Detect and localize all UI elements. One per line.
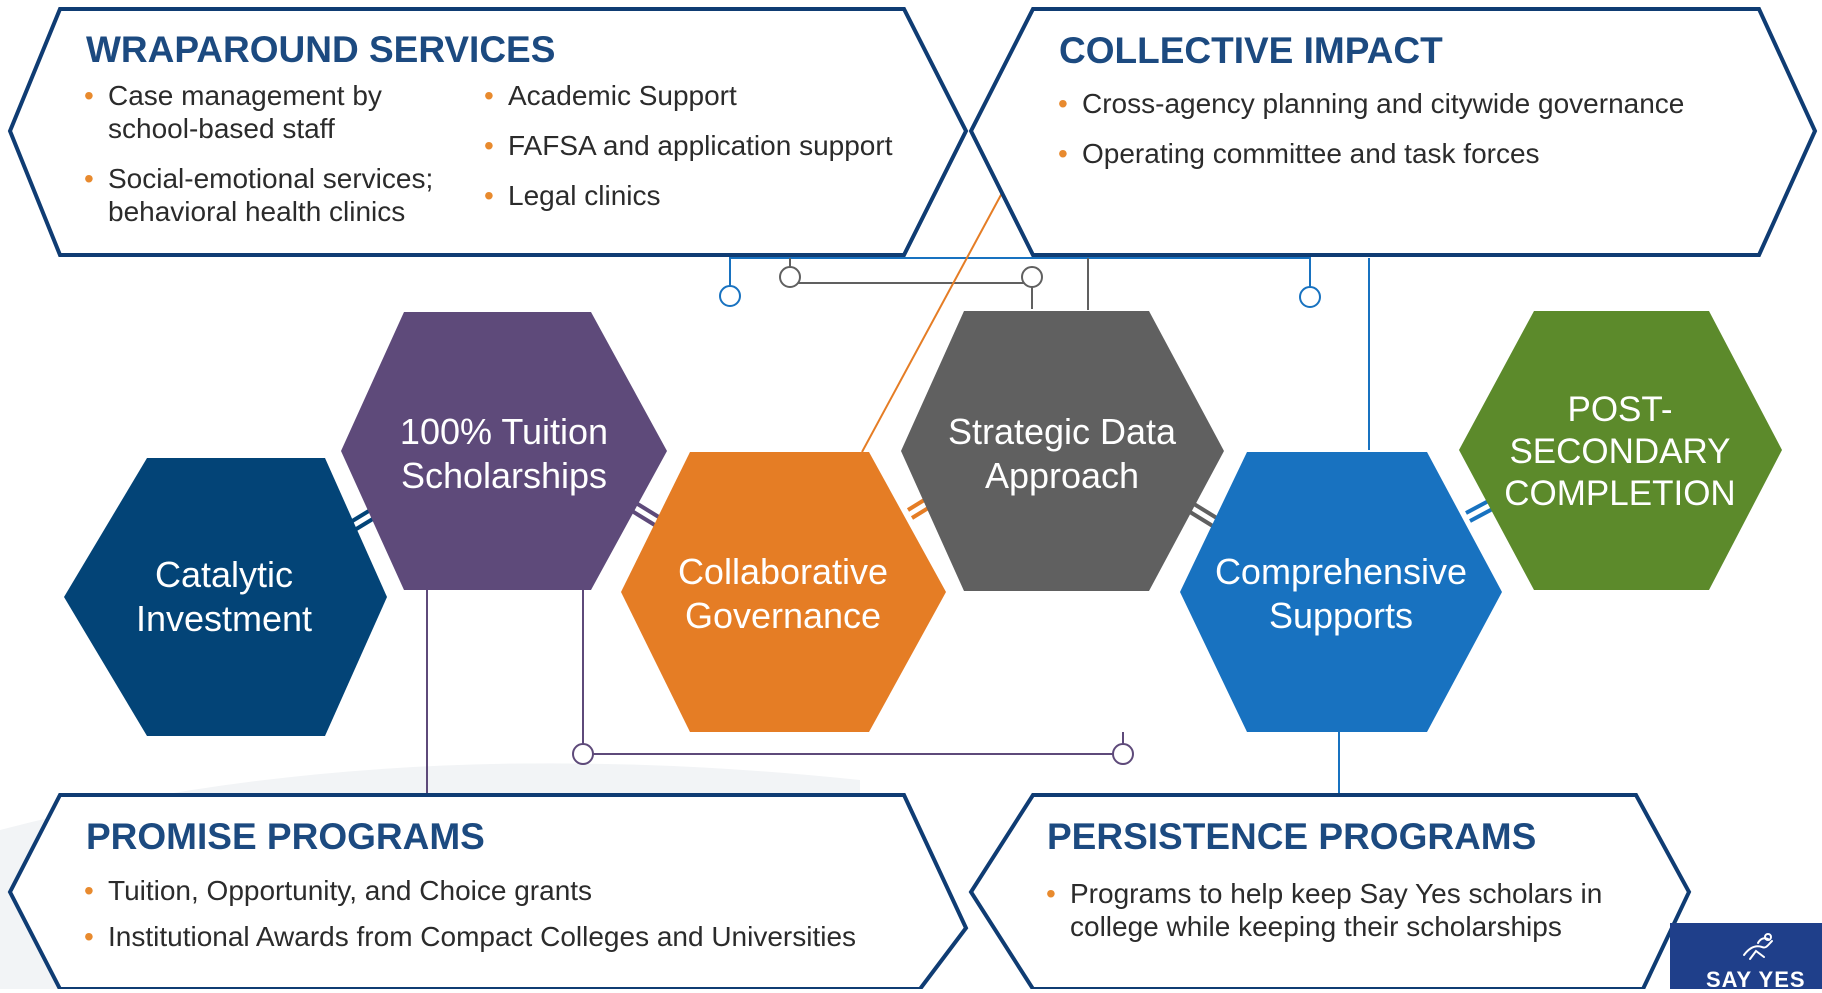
hexagon-collaborative <box>621 452 946 732</box>
hexagon-postsecondary <box>1459 311 1782 590</box>
collective-list: Cross-agency planning and citywide gover… <box>1058 87 1758 187</box>
junction-dots <box>572 266 1321 765</box>
connector-orange <box>861 192 1003 453</box>
wraparound-list-right: Academic Support FAFSA and application s… <box>484 79 924 229</box>
list-item: Institutional Awards from Compact Colleg… <box>84 920 944 953</box>
persistence-list: Programs to help keep Say Yes scholars i… <box>1046 877 1636 960</box>
hex-label-line: Supports <box>1268 595 1414 636</box>
connector-gray <box>789 258 1033 309</box>
list-item: Legal clinics <box>484 179 924 212</box>
list-item: Operating committee and task forces <box>1058 137 1758 170</box>
hexagon-comprehensive <box>1180 452 1502 732</box>
hex-label-line: Investment <box>135 598 313 639</box>
hexagon-strategic <box>901 311 1224 591</box>
junction-dot <box>572 743 594 765</box>
promise-list: Tuition, Opportunity, and Choice grants … <box>84 874 944 970</box>
list-item: Social-emotional services; behavioral he… <box>84 162 462 228</box>
list-item: Academic Support <box>484 79 924 112</box>
wraparound-title: WRAPAROUND SERVICES <box>86 29 556 70</box>
hexagon-tuition <box>341 312 667 590</box>
hex-label-line: POST- <box>1567 390 1673 429</box>
collective-title: COLLECTIVE IMPACT <box>1059 30 1443 71</box>
hex-label-line: Strategic Data <box>947 411 1177 452</box>
hex-label-line: Governance <box>684 595 882 636</box>
list-item: FAFSA and application support <box>484 129 924 162</box>
hexagons <box>64 311 1782 736</box>
hex-label-line: 100% Tuition <box>399 411 609 452</box>
connector-lines <box>426 192 1370 795</box>
junction-dot <box>1299 286 1321 308</box>
promise-title: PROMISE PROGRAMS <box>86 816 485 857</box>
junction-dot <box>1112 743 1134 765</box>
hex-label-line: Collaborative <box>677 551 889 592</box>
hex-label-line: Comprehensive <box>1214 551 1468 592</box>
hexagon-catalytic <box>64 458 387 736</box>
say-yes-logo: SAY YES <box>1670 923 1822 992</box>
list-item: Cross-agency planning and citywide gover… <box>1058 87 1758 120</box>
frame-collective <box>968 7 1818 257</box>
list-item: Programs to help keep Say Yes scholars i… <box>1046 877 1636 943</box>
list-item: Tuition, Opportunity, and Choice grants <box>84 874 944 907</box>
hex-label-line: Approach <box>984 455 1140 496</box>
junction-dot <box>719 285 741 307</box>
junction-dot <box>779 266 801 288</box>
list-item: Case management by school-based staff <box>84 79 462 145</box>
link-strategic-comprehensive <box>1188 502 1222 530</box>
junction-dot <box>1021 266 1043 288</box>
wraparound-list-left: Case management by school-based staff So… <box>84 79 462 245</box>
link-tuition-collaborative <box>630 501 664 529</box>
logo-text: SAY YES <box>1706 967 1806 992</box>
hex-label-line: Catalytic <box>154 554 294 595</box>
runner-icon <box>1743 933 1773 960</box>
hex-label-line: Scholarships <box>400 455 608 496</box>
hex-label-line: COMPLETION <box>1504 474 1736 513</box>
connector-blue <box>729 257 1311 303</box>
persistence-title: PERSISTENCE PROGRAMS <box>1047 816 1537 857</box>
hex-label-line: SECONDARY <box>1509 432 1731 471</box>
